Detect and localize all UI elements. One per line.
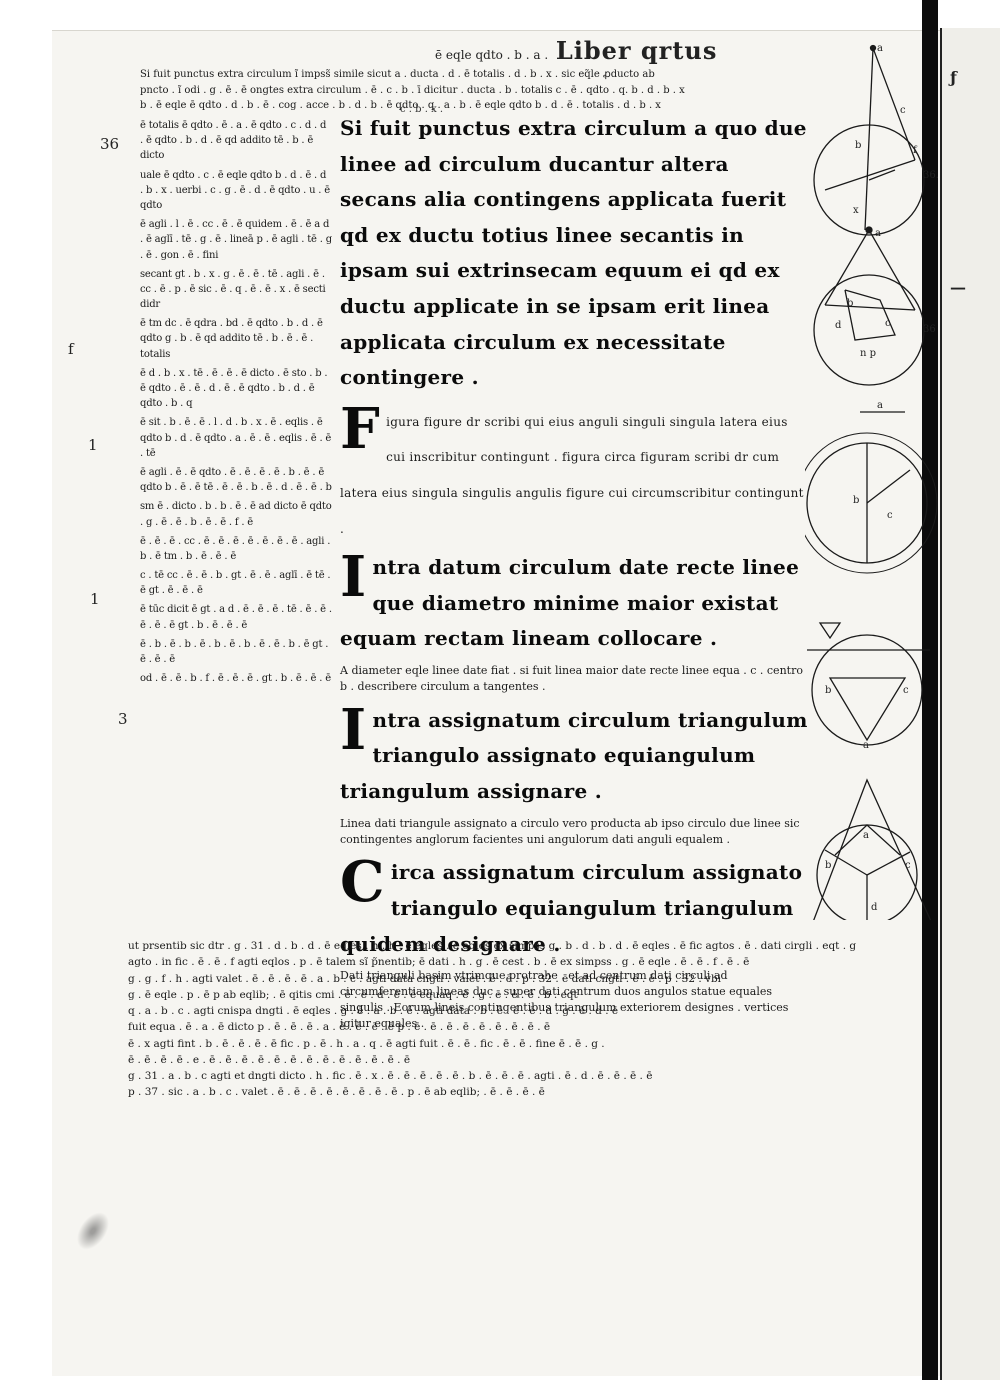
bottom-line: g . g . f . h . agti valet . ē . ē . ē .… bbox=[128, 972, 722, 985]
gloss-line: ē agli . l . ē . cc . ē . ē quidem . ē .… bbox=[140, 219, 332, 261]
diagram-label: a bbox=[877, 400, 883, 411]
diagram-label: b bbox=[847, 298, 854, 309]
diagram-label: c bbox=[885, 318, 891, 329]
gloss-line: c . tē cc . ē . ē . b . gt . ē . ē . agl… bbox=[140, 570, 331, 597]
diagram-label: d bbox=[871, 902, 878, 913]
bottom-line: agto . in fic . ē . ē . f agti eqlos . p… bbox=[128, 956, 750, 969]
diagram-label: 36. bbox=[923, 170, 939, 181]
diagram-column: a b c x f 36. a b c d 36 n p a b c a b c… bbox=[805, 40, 955, 940]
gloss-line: ē tūc dicit ē gt . a d . ē . ē . ē . tē … bbox=[140, 604, 332, 631]
initial-I: I bbox=[340, 544, 367, 611]
diagram-label: a bbox=[863, 830, 869, 841]
diagram-label: c bbox=[903, 685, 909, 696]
bottom-line: q . a . b . c . agti cnispa dngti . ē eq… bbox=[128, 1005, 619, 1018]
diagram-prop-1 bbox=[805, 411, 938, 574]
bottom-line: g . ē eqle . p . ē p ab eqlib; . ē qitis… bbox=[128, 988, 578, 1001]
diagram-label: b bbox=[825, 860, 832, 871]
proposition-2-commentary: Linea dati triangule assignato a circulo… bbox=[340, 816, 800, 846]
bottom-commentary: ut prsentib sic dtr . g . 31 . d . b . d… bbox=[128, 938, 918, 1101]
diagram-label: f bbox=[913, 145, 917, 156]
proposition-3-commentary: Dati trianguli basim vtrimque protrahe .… bbox=[340, 969, 789, 1031]
prop-36-gloss: c . b . x . bbox=[400, 104, 444, 115]
gloss-line: uale ē qdto . c . ē eqle qdto b . d . ē … bbox=[140, 169, 330, 211]
running-head-small: ē eqle qdto . b . a . bbox=[435, 48, 549, 62]
top-gloss-line: Si fuit punctus extra circulum ĩ impss̃ … bbox=[140, 69, 655, 80]
gloss-line: od . ē . ē . b . f . ē . ē . ē . gt . b … bbox=[140, 673, 331, 685]
diagram-label: c bbox=[900, 105, 906, 116]
proposition-1-text: ntra datum circulum date recte linee que… bbox=[340, 555, 800, 651]
running-head: ē eqle qdto . b . a . Liber qrtus bbox=[435, 36, 717, 65]
margin-number: 1 bbox=[90, 590, 100, 608]
main-text: c . b . x . Si fuit punctus extra circul… bbox=[340, 104, 810, 1040]
book-spine bbox=[922, 0, 938, 1380]
gloss-line: ē agli . ē . ē qdto . ē . ē . ē . ē . b … bbox=[140, 466, 332, 494]
bottom-line: fuit equa . ē . a . ē dicto p . ē . ē . … bbox=[128, 1021, 551, 1034]
running-head-title: Liber qrtus bbox=[555, 36, 718, 65]
manuscript-page bbox=[52, 30, 947, 1376]
gloss-line: ē tm dc . ē qdra . bd . ē qdto . b . d .… bbox=[140, 318, 323, 360]
diagram-prop-3 bbox=[813, 778, 932, 920]
gloss-line: secant gt . b . x . g . ē . ē . tē . agl… bbox=[140, 268, 326, 311]
margin-number: 3 bbox=[118, 710, 128, 728]
proposition-36: Si fuit punctus extra circulum a quo due… bbox=[340, 116, 807, 390]
initial-I: I bbox=[340, 696, 367, 763]
diagram-label: x bbox=[853, 205, 859, 216]
gloss-line: ē . b . ē . b . ē . b . ē . b . ē . ē . … bbox=[140, 638, 329, 665]
bottom-line: ut prsentib sic dtr . g . 31 . d . b . d… bbox=[128, 940, 857, 952]
diagram-prop-2 bbox=[807, 622, 930, 746]
diagram-label: a bbox=[877, 43, 883, 54]
left-gloss-column: ē totalis ē qdto . ē . a . ē qdto . c . … bbox=[140, 118, 332, 690]
proposition-3-text: irca assignatum circulum assignato trian… bbox=[340, 860, 803, 956]
proposition-2: I ntra assignatum circulum triangulum tr… bbox=[340, 696, 810, 810]
margin-number: 1 bbox=[88, 436, 98, 454]
diagram-label: n p bbox=[860, 348, 877, 359]
diagram-label: d bbox=[835, 320, 842, 331]
initial-F: F bbox=[340, 395, 381, 462]
gloss-line: ē d . b . x . tē . ē . ē . ē dicto . ē s… bbox=[140, 367, 328, 410]
diagram-label: 36 bbox=[923, 324, 936, 335]
margin-number: f bbox=[68, 340, 74, 358]
diagram-label: c bbox=[905, 860, 911, 871]
diagram-label: b bbox=[855, 140, 862, 151]
diagram-label: b bbox=[825, 685, 832, 696]
diagram-label: c bbox=[887, 510, 893, 521]
top-commentary: Si fuit punctus extra circulum ĩ impss̃ … bbox=[140, 68, 830, 115]
margin-number: 36 bbox=[100, 135, 120, 153]
definition-paragraph: F igura figure dr scribi qui eius anguli… bbox=[340, 395, 810, 544]
proposition-1: I ntra datum circulum date recte linee q… bbox=[340, 544, 810, 657]
geometry-diagrams bbox=[805, 44, 938, 920]
diagram-label: a bbox=[875, 228, 881, 239]
gloss-line: ē sit . b . ē . ē . l . d . b . x . ē . … bbox=[140, 417, 332, 459]
definition-text: igura figure dr scribi qui eius anguli s… bbox=[340, 414, 804, 536]
diagram-prop-36-a bbox=[813, 44, 925, 236]
initial-C: C bbox=[340, 849, 385, 916]
bottom-line: ē . ē . ē . ē . e . ē . ē . ē . ē . ē . … bbox=[128, 1053, 411, 1066]
proposition-1-commentary: A diameter eqle linee date fiat . si fui… bbox=[340, 663, 803, 693]
top-gloss-line: b . ē eqle ē qdto . d . b . ē . cog . ac… bbox=[140, 100, 661, 111]
facing-page-edge: ƒ — bbox=[940, 28, 1000, 1380]
top-gloss-line: pncto . ĩ odi . g . ē . ē ongtes extra c… bbox=[140, 84, 685, 96]
diagram-label: a bbox=[863, 740, 869, 751]
proposition-3: C irca assignatum circulum assignato tri… bbox=[340, 849, 810, 962]
diagram-prop-36-b bbox=[813, 226, 925, 386]
diagram-label: b bbox=[853, 495, 860, 506]
bottom-line: ē . x agti fint . b . ē . ē . ē . ē fic … bbox=[128, 1037, 605, 1050]
gloss-line: sm ē . dicto . b . b . ē . ē ad dicto ē … bbox=[140, 501, 332, 528]
proposition-2-text: ntra assignatum circulum triangulum tria… bbox=[340, 707, 808, 803]
gloss-line: ē . ē . ē . cc . ē . ē . ē . ē . ē . ē .… bbox=[140, 535, 331, 562]
bottom-line: g . 31 . a . b . c agti et dngti dicto .… bbox=[128, 1070, 653, 1083]
gloss-line: ē totalis ē qdto . ē . a . ē qdto . c . … bbox=[140, 120, 327, 162]
bottom-line: p . 37 . sic . a . b . c . valet . ē . ē… bbox=[128, 1086, 545, 1099]
